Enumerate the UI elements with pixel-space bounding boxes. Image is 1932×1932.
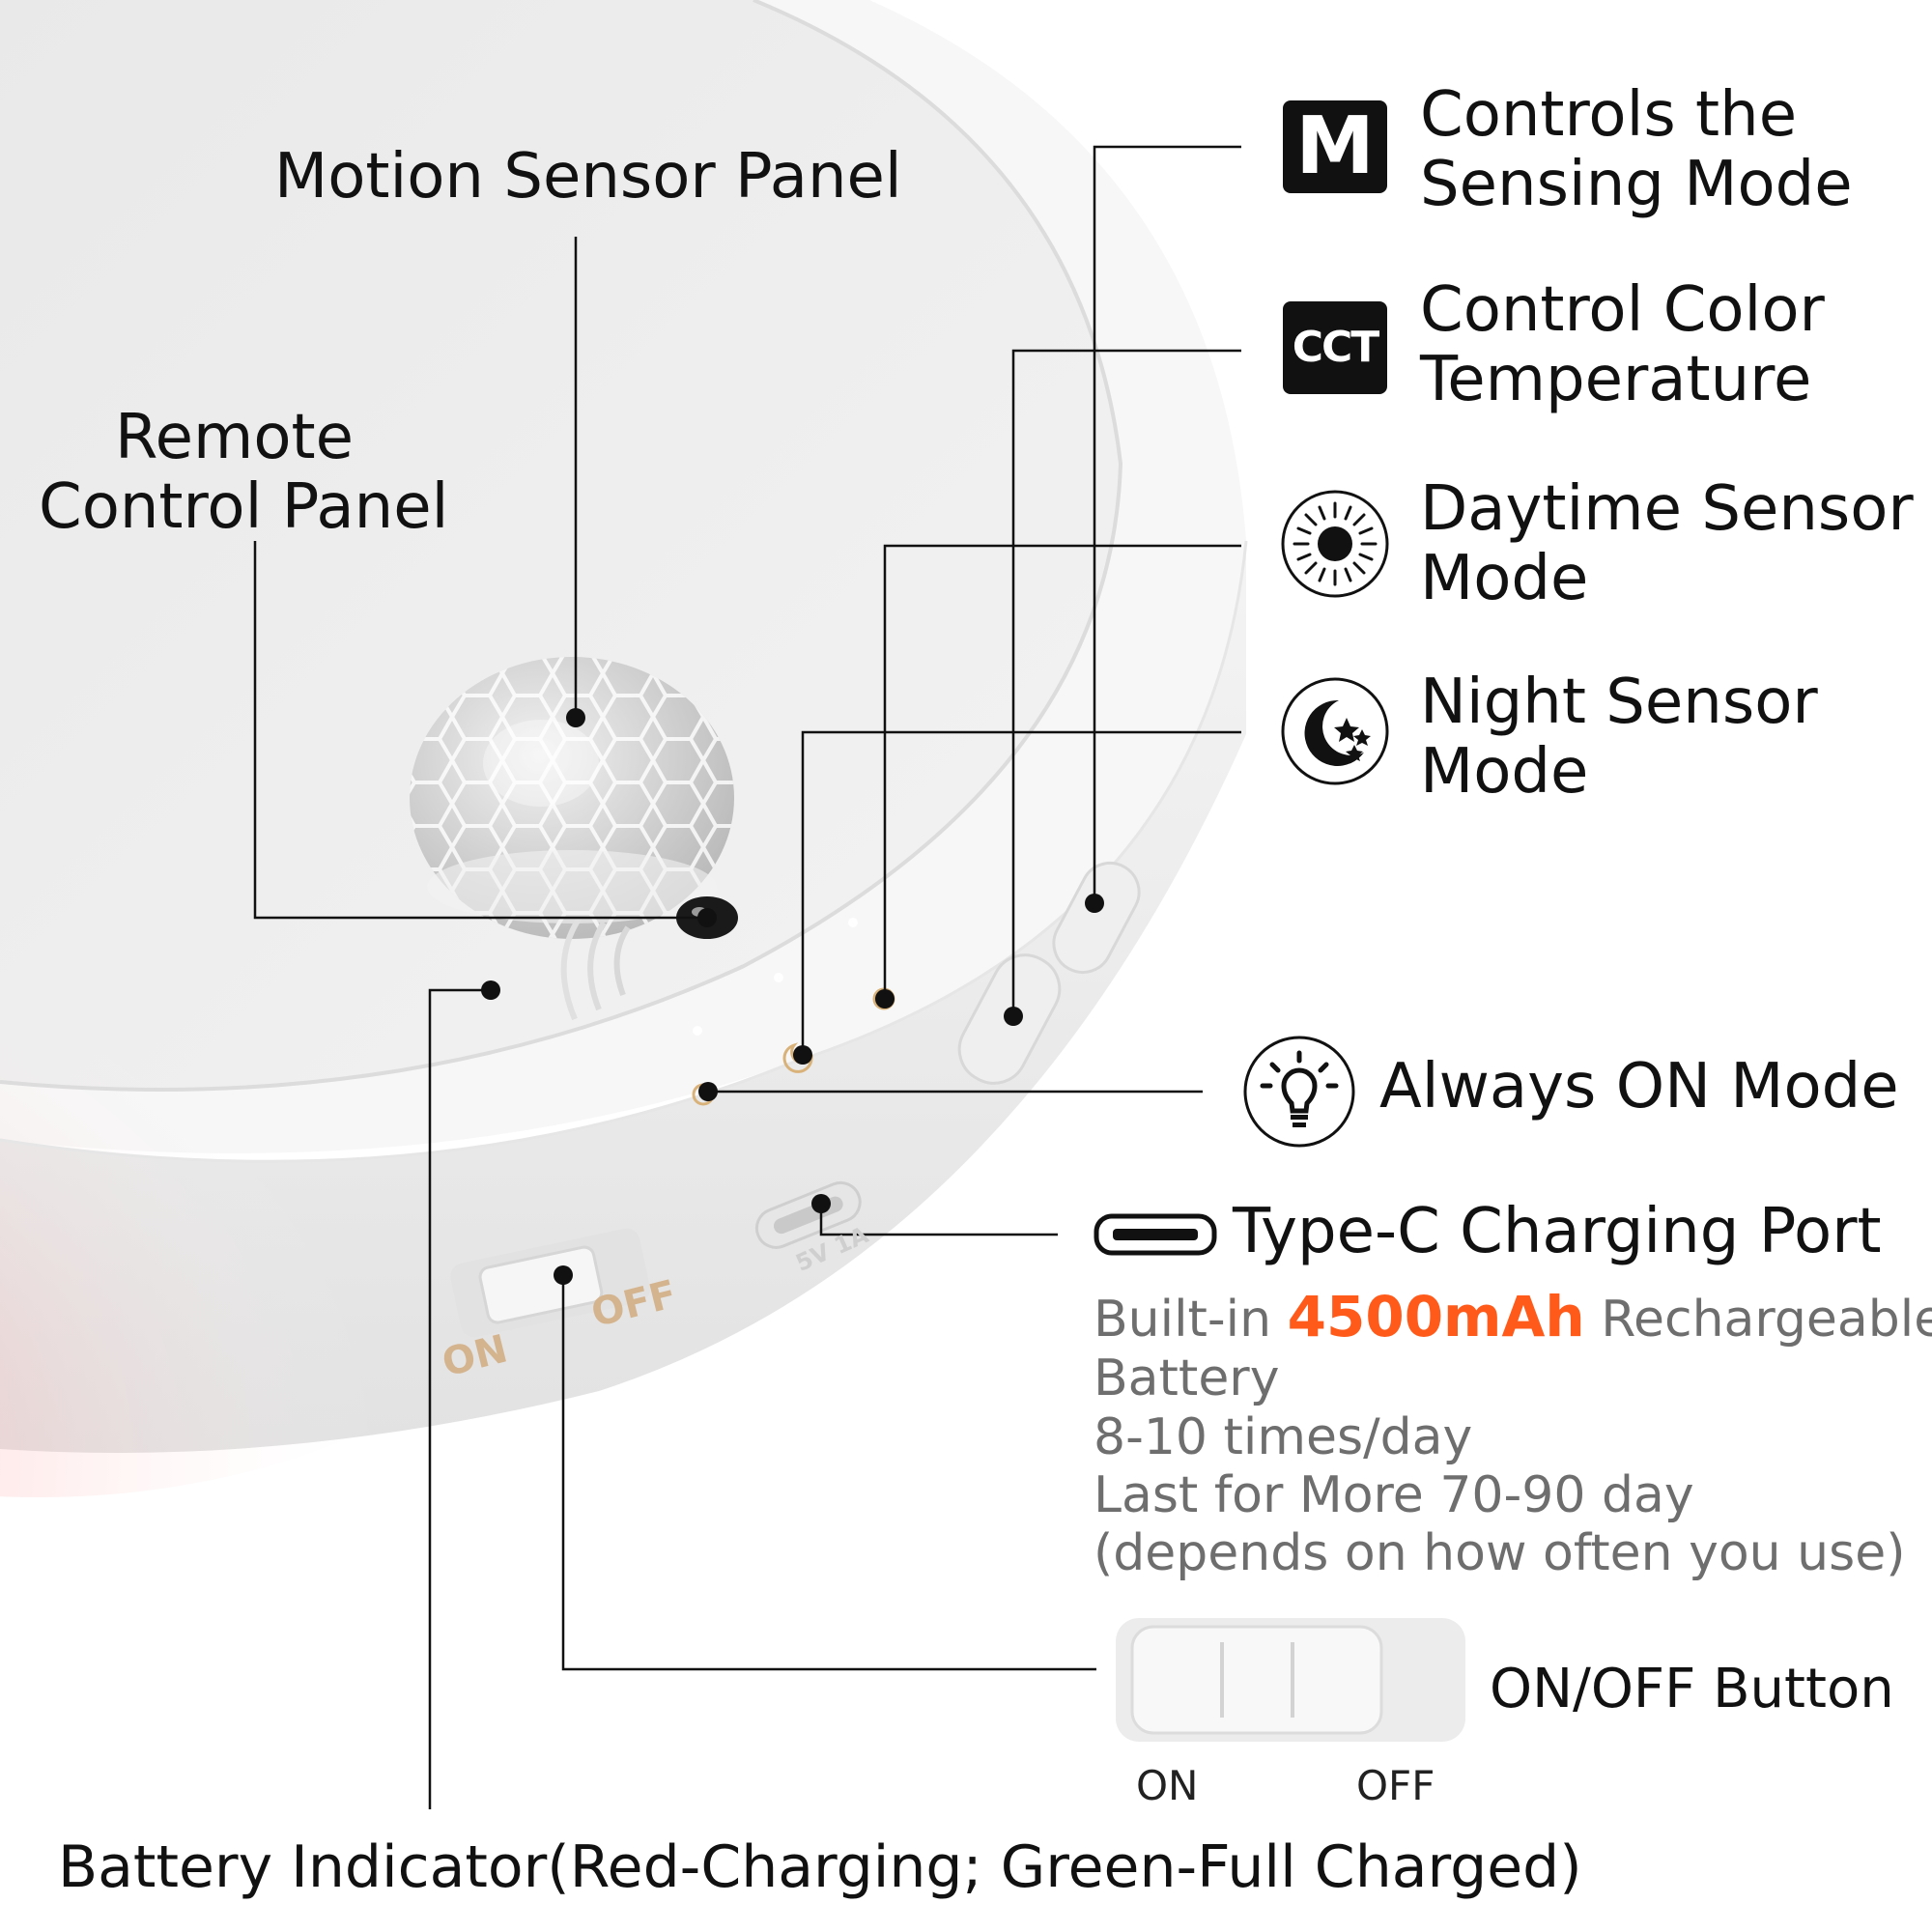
battery-indicator-label: Battery Indicator(Red-Charging; Green-Fu… <box>58 1833 1582 1901</box>
battery-prefix: Built-in <box>1094 1291 1272 1349</box>
color-temp-line-1: Control Color <box>1420 274 1825 346</box>
moon-stars-icon <box>1281 677 1389 785</box>
mode-m-letter: M <box>1295 100 1375 192</box>
night-line-1: Night Sensor <box>1420 667 1818 738</box>
sun-icon <box>1281 490 1389 598</box>
switch-on-caption: ON <box>1136 1762 1199 1809</box>
daytime-line-1: Daytime Sensor <box>1420 473 1914 545</box>
battery-capacity: 4500mAh <box>1287 1284 1585 1350</box>
battery-line-2: Battery <box>1094 1350 1280 1408</box>
device-slide-switch <box>450 1228 651 1338</box>
usb-c-port-icon <box>1094 1213 1217 1256</box>
daytime-line-2: Mode <box>1420 542 1589 614</box>
color-temp-label: Control Color Temperature <box>1420 274 1825 415</box>
battery-spec-text: Built-in 4500mAh Rechargeable Battery 8-… <box>1094 1284 1932 1583</box>
type-c-label: Type-C Charging Port <box>1233 1196 1882 1267</box>
sensing-mode-label: Controls the Sensing Mode <box>1420 79 1853 220</box>
sensing-mode-line-2: Sensing Mode <box>1420 148 1853 220</box>
switch-off-caption: OFF <box>1356 1762 1435 1809</box>
color-temp-line-2: Temperature <box>1420 343 1812 415</box>
sensing-mode-line-1: Controls the <box>1420 79 1798 151</box>
leader-dots <box>481 708 1104 1285</box>
always-on-label: Always ON Mode <box>1379 1051 1899 1122</box>
cct-letters: CCT <box>1292 323 1380 372</box>
remote-control-label: Remote Control Panel <box>39 402 449 543</box>
daytime-mode-label: Daytime Sensor Mode <box>1420 473 1914 614</box>
mode-m-icon <box>1283 100 1387 193</box>
mode-button-shape <box>1052 862 1141 974</box>
battery-line-5: (depends on how often you use) <box>1094 1524 1906 1583</box>
motion-sensor-label: Motion Sensor Panel <box>274 141 902 213</box>
night-line-2: Mode <box>1420 735 1589 808</box>
cct-icon <box>1283 301 1387 394</box>
onoff-switch-illustration <box>1116 1618 1465 1742</box>
battery-suffix: Rechargeable <box>1601 1291 1932 1349</box>
remote-control-line-2: Control Panel <box>39 470 449 543</box>
battery-line-1: Built-in 4500mAh Rechargeable <box>1094 1284 1932 1350</box>
lightbulb-icon <box>1243 1036 1355 1148</box>
onoff-button-label: ON/OFF Button <box>1490 1658 1894 1720</box>
leader-lines <box>253 145 1241 1809</box>
remote-control-line-1: Remote <box>115 402 354 473</box>
motion-sensor-dome <box>410 657 734 939</box>
battery-line-3: 8-10 times/day <box>1094 1407 1473 1466</box>
battery-line-4: Last for More 70-90 day <box>1094 1465 1694 1524</box>
night-mode-label: Night Sensor Mode <box>1420 668 1818 807</box>
